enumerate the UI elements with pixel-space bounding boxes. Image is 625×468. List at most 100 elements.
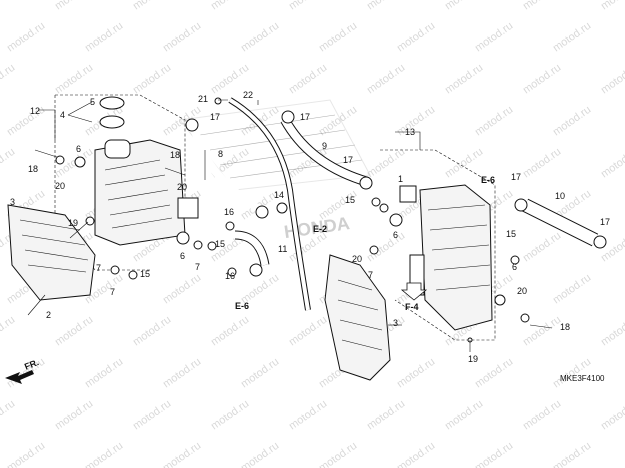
watermark-text: motod.ru [317,20,359,55]
watermark-text: motod.ru [209,0,251,12]
watermark-text: motod.ru [443,62,485,97]
watermark-text: motod.ru [161,440,203,468]
watermark-text: motod.ru [287,314,329,349]
watermark-text: motod.ru [239,440,281,468]
watermark-text: motod.ru [599,314,625,349]
label-7d: 7 [368,270,373,280]
label-15a: 15 [140,269,150,279]
watermark-text: motod.ru [599,146,625,181]
hardware [34,97,553,343]
watermark-text: motod.ru [0,62,17,97]
watermark-text: motod.ru [551,272,593,307]
f4-arrow-icon [400,282,428,301]
label-9: 9 [322,141,327,151]
label-17b: 17 [300,112,310,122]
watermark-text: motod.ru [521,146,563,181]
watermark-text: motod.ru [131,62,173,97]
watermark-text: motod.ru [473,440,515,468]
part-labels: 12 4 5 18 6 20 18 20 19 2 7 7 15 6 7 15 … [10,90,610,364]
watermark-text: motod.ru [395,440,437,468]
label-18c: 18 [560,322,570,332]
left-shroud [7,204,96,301]
watermark-text: motod.ru [365,0,407,12]
watermark-text: motod.ru [131,314,173,349]
ref-e2: E-2 [313,224,327,234]
label-8: 8 [218,149,223,159]
label-3: 3 [393,318,398,328]
watermark-text: motod.ru [521,398,563,433]
label-1b: 1 [398,174,403,184]
honda-wing-logo [179,99,371,191]
watermark-text: motod.ru [0,146,17,181]
label-6b: 6 [180,251,185,261]
watermark-text: motod.ru [287,0,329,12]
watermark-text: motod.ru [521,62,563,97]
label-7c: 7 [195,262,200,272]
watermark-text: motod.ru [599,398,625,433]
watermark-text: motod.ru [161,20,203,55]
watermark-text: motod.ru [395,20,437,55]
watermark-text: motod.ru [53,314,95,349]
watermark-text: motod.ru [395,104,437,139]
label-15b: 15 [215,239,225,249]
diagram-code: MKE3F4100 [560,374,605,383]
watermark-text: motod.ru [521,0,563,12]
label-7b: 7 [110,287,115,297]
label-17a: 17 [210,112,220,122]
label-20-right: 20 [517,286,527,296]
label-6a: 6 [76,144,81,154]
watermark-text: motod.ru [53,0,95,12]
label-20c: 20 [352,254,362,264]
watermark-text: motod.ru [443,0,485,12]
label-11: 11 [278,244,287,254]
ref-e6-left: E-6 [235,301,249,311]
label-3b: 3 [10,197,15,207]
watermark-text: motod.ru [0,0,17,12]
label-2: 2 [46,310,51,320]
label-17e: 17 [600,217,610,227]
watermark-text: motod.ru [131,0,173,12]
watermark-text: motod.ru [161,356,203,391]
label-7a: 7 [96,263,101,273]
label-13: 13 [405,127,415,137]
label-5: 5 [90,97,95,107]
watermark-text: motod.ru [551,20,593,55]
watermark-text: motod.ru [395,356,437,391]
watermark-text: motod.ru [239,356,281,391]
watermark-text: motod.ru [0,314,17,349]
leader-lines [27,99,471,352]
watermark-text: motod.ru [365,398,407,433]
label-15c: 15 [345,195,355,205]
label-4: 4 [60,110,65,120]
watermark-text: motod.ru [83,440,125,468]
label-10: 10 [555,191,565,201]
label-19a: 19 [68,218,78,228]
label-20a: 20 [55,181,65,191]
watermark-text: motod.ru [5,104,47,139]
cap-seal [99,115,125,129]
watermark-text: motod.ru [551,440,593,468]
label-21: 21 [198,94,208,104]
label-18b: 18 [170,150,180,160]
watermark-text: motod.ru [5,440,47,468]
watermark-text: motod.ru [599,0,625,12]
watermark-text: motod.ru [317,440,359,468]
watermark-text: motod.ru [209,398,251,433]
watermark-text: motod.ru [443,146,485,181]
label-12: 12 [30,106,40,116]
watermark-text: motod.ru [599,62,625,97]
watermark-text: motod.ru [83,20,125,55]
label-16a: 16 [224,207,234,217]
left-radiator [94,139,199,246]
watermark-text: motod.ru [473,20,515,55]
watermark-text: motod.ru [287,62,329,97]
label-14: 14 [274,190,284,200]
watermark-text: motod.ru [365,62,407,97]
radiator-cap [99,96,125,110]
right-shroud [324,254,391,381]
label-15d: 15 [506,229,516,239]
label-19b: 19 [468,354,478,364]
watermark-text: motod.ru [521,230,563,265]
